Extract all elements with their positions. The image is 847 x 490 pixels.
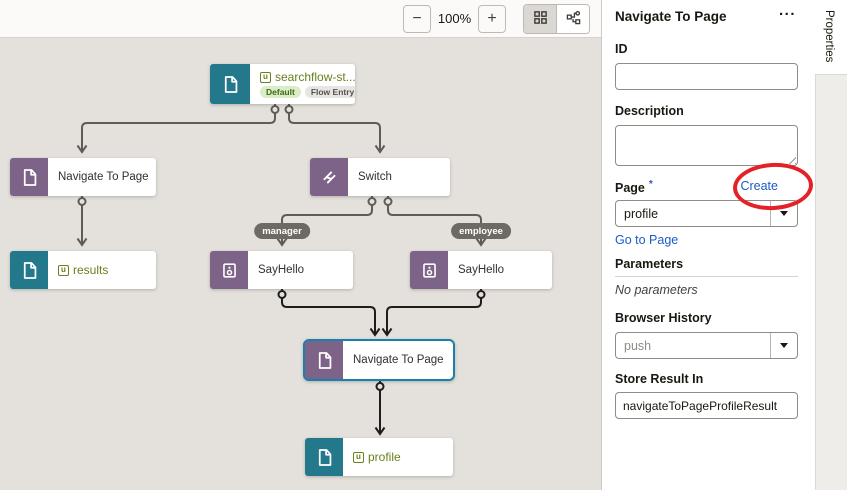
page-icon bbox=[10, 158, 48, 196]
edge-label-employee: employee bbox=[451, 223, 511, 239]
flow-diagram-icon bbox=[566, 10, 581, 28]
page-select[interactable]: profile bbox=[615, 200, 798, 227]
canvas-toolbar: − 100% + bbox=[0, 0, 601, 37]
chevron-down-icon[interactable] bbox=[771, 201, 797, 226]
view-switcher bbox=[523, 4, 590, 34]
flow-connectors bbox=[76, 104, 487, 436]
page-icon bbox=[305, 341, 343, 379]
page-icon bbox=[305, 438, 343, 476]
flow-node-switch[interactable]: Switch bbox=[310, 158, 450, 196]
description-input[interactable] bbox=[615, 125, 798, 166]
node-label: SayHello bbox=[458, 264, 505, 276]
grid-icon bbox=[533, 10, 548, 28]
page-marker-icon: u bbox=[260, 71, 271, 83]
page-icon bbox=[210, 64, 250, 104]
zoom-in-button[interactable]: + bbox=[478, 5, 506, 33]
node-label: SayHello bbox=[258, 264, 305, 276]
flow-entry-badge: Flow Entry bbox=[304, 86, 355, 98]
zoom-level: 100% bbox=[437, 11, 472, 26]
combo-divider bbox=[770, 201, 771, 226]
flow-canvas[interactable]: u searchflow-st... Default Flow Entry Na… bbox=[0, 37, 601, 490]
section-divider bbox=[615, 276, 798, 277]
parameters-heading: Parameters bbox=[615, 257, 684, 271]
tab-properties[interactable]: Properties bbox=[823, 10, 835, 63]
browser-history-label: Browser History bbox=[615, 311, 712, 325]
browser-history-select[interactable]: push bbox=[615, 332, 798, 359]
switch-icon bbox=[310, 158, 348, 196]
no-parameters-text: No parameters bbox=[615, 283, 698, 297]
panel-title: Navigate To Page bbox=[615, 9, 727, 24]
flow-node-profile[interactable]: u profile bbox=[305, 438, 453, 476]
side-tab-strip: Properties bbox=[814, 0, 847, 490]
flow-view-button[interactable] bbox=[556, 5, 589, 33]
flow-node-sayhello-right[interactable]: SayHello bbox=[410, 251, 552, 289]
browser-history-value: push bbox=[624, 338, 652, 353]
node-label: Navigate To Page bbox=[353, 354, 444, 366]
grid-view-button[interactable] bbox=[524, 5, 556, 33]
id-label: ID bbox=[615, 42, 628, 56]
collapsed-panel-area bbox=[815, 74, 847, 490]
node-label: u searchflow-st... bbox=[260, 70, 355, 84]
page-marker-icon: u bbox=[353, 451, 364, 463]
edge-label-manager: manager bbox=[254, 223, 310, 239]
default-badge: Default bbox=[260, 86, 301, 98]
module-function-icon bbox=[210, 251, 248, 289]
flow-node-sayhello-left[interactable]: SayHello bbox=[210, 251, 353, 289]
page-marker-icon: u bbox=[58, 264, 69, 276]
id-input[interactable] bbox=[615, 63, 798, 90]
page-label: Page* bbox=[615, 179, 653, 196]
flow-node-start[interactable]: u searchflow-st... Default Flow Entry bbox=[210, 64, 355, 104]
node-label: u profile bbox=[353, 450, 443, 464]
required-marker: * bbox=[648, 179, 653, 190]
store-result-input[interactable] bbox=[615, 392, 798, 419]
create-page-link[interactable]: Create bbox=[740, 179, 778, 193]
go-to-page-link[interactable]: Go to Page bbox=[615, 233, 679, 247]
page-icon bbox=[10, 251, 48, 289]
node-label: Switch bbox=[358, 171, 392, 183]
zoom-out-button[interactable]: − bbox=[403, 5, 431, 33]
node-label: u results bbox=[58, 263, 146, 277]
flow-node-results[interactable]: u results bbox=[10, 251, 156, 289]
chevron-down-icon[interactable] bbox=[771, 333, 797, 358]
page-select-value: profile bbox=[624, 206, 659, 221]
module-function-icon bbox=[410, 251, 448, 289]
node-label: Navigate To Page bbox=[58, 171, 149, 183]
node-badges: Default Flow Entry bbox=[260, 86, 355, 98]
combo-divider bbox=[770, 333, 771, 358]
description-label: Description bbox=[615, 104, 684, 118]
overflow-menu-button[interactable]: ... bbox=[778, 2, 796, 19]
flow-node-navigate-selected[interactable]: Navigate To Page bbox=[303, 339, 455, 381]
properties-panel: Navigate To Page ... ID Description Page… bbox=[601, 0, 815, 490]
store-result-label: Store Result In bbox=[615, 372, 704, 386]
flow-node-navigate-left[interactable]: Navigate To Page bbox=[10, 158, 156, 196]
